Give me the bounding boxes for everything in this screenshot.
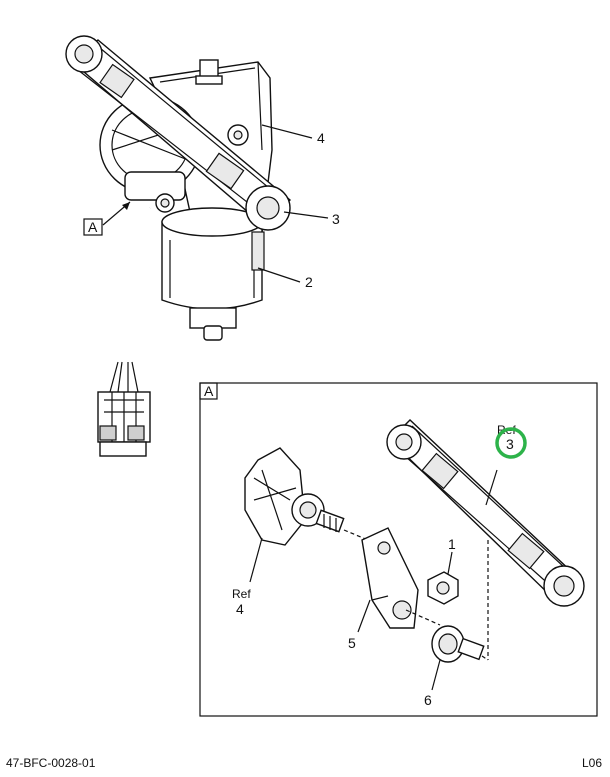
view-a-marker: A [88, 219, 98, 235]
callout-3: 3 [332, 211, 340, 227]
leader-4 [261, 124, 313, 139]
leader-5 [357, 599, 371, 633]
callout-2: 2 [305, 274, 313, 290]
leader-1 [447, 551, 453, 575]
highlight-circle [495, 427, 527, 459]
callout-ref-3: 3 [506, 436, 514, 452]
callout-5: 5 [348, 635, 356, 651]
pivot-stud [431, 625, 485, 663]
leader-ref-4 [249, 537, 263, 583]
nut [427, 571, 459, 605]
callout-1: 1 [448, 536, 456, 552]
detail-a-tag-box [199, 382, 218, 400]
leader-ref-3 [485, 469, 498, 506]
gearbox-output-shaft [244, 447, 345, 546]
detail-a-tag: A [204, 383, 214, 399]
sheet-code: L06 [581, 756, 602, 770]
callout-4: 4 [317, 130, 325, 146]
leader-3 [283, 211, 329, 219]
wiper-motor-assembly [65, 35, 292, 457]
ref-label-4: Ref [232, 587, 251, 601]
leader-6 [431, 659, 441, 691]
callout-ref-4: 4 [236, 601, 244, 617]
drawing-number: 47-BFC-0028-01 [6, 756, 96, 770]
arrow-head [122, 202, 130, 210]
callout-6: 6 [424, 692, 432, 708]
crank-arm-detail [386, 419, 585, 607]
link-plate [361, 527, 419, 629]
leader-2 [257, 267, 301, 283]
detail-a-frame [199, 382, 598, 717]
view-a-marker-box [83, 218, 103, 236]
